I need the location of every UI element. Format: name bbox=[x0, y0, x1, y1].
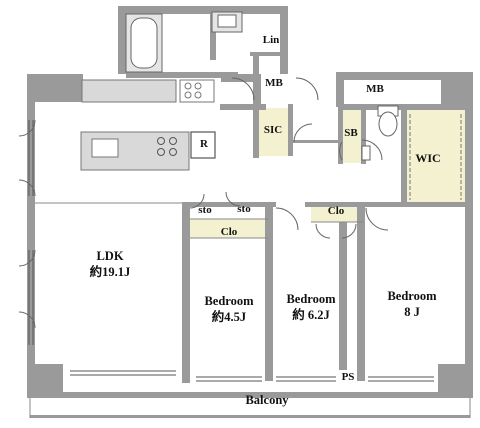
balcony-label: Balcony bbox=[245, 393, 289, 407]
bedroom-2-size: 約 6.2J bbox=[292, 307, 330, 322]
toilet-icon bbox=[377, 105, 399, 137]
ldk-size: 約19.1J bbox=[89, 264, 131, 279]
bedroom-3-label: Bedroom 8 J bbox=[380, 289, 444, 320]
clo-left-label: Clo bbox=[220, 226, 238, 238]
fridge-space bbox=[179, 79, 215, 103]
windows bbox=[28, 120, 434, 382]
ps-label: PS bbox=[341, 371, 355, 383]
sic-label: SIC bbox=[263, 124, 283, 136]
sink-icon bbox=[91, 138, 119, 158]
door-swings bbox=[18, 77, 389, 329]
lin-label: Lin bbox=[262, 34, 280, 46]
bedroom-1-size: 約4.5J bbox=[211, 309, 247, 324]
clo-right-label: Clo bbox=[327, 205, 345, 217]
sto-left-label: sto bbox=[198, 204, 212, 216]
wic-fill bbox=[405, 107, 467, 203]
stove-icon bbox=[157, 137, 177, 156]
bedroom-1-label: Bedroom 約4.5J bbox=[198, 294, 260, 325]
bathtub-inner bbox=[130, 17, 158, 69]
mb-upper-label: MB bbox=[265, 77, 283, 89]
sb-fill bbox=[342, 107, 362, 163]
clo-left-fill bbox=[190, 219, 268, 238]
bedroom-2-name: Bedroom bbox=[286, 292, 336, 306]
sb-label: SB bbox=[344, 127, 358, 139]
bedroom-1-name: Bedroom bbox=[204, 294, 254, 308]
bedroom-3-size: 8 J bbox=[404, 304, 420, 319]
refrigerator bbox=[190, 131, 216, 159]
ldk-name: LDK bbox=[96, 249, 124, 263]
bedroom-2-label: Bedroom 約 6.2J bbox=[280, 292, 342, 323]
exterior-walls bbox=[27, 6, 473, 418]
ldk-label: LDK 約19.1J bbox=[80, 249, 140, 280]
clo-right-fill bbox=[311, 203, 363, 222]
toilet-sink-icon bbox=[361, 145, 371, 161]
fridge-label: R bbox=[200, 138, 208, 150]
bedroom-3-name: Bedroom bbox=[387, 289, 437, 303]
wic-label: WIC bbox=[415, 151, 441, 165]
sto-right-label: sto bbox=[237, 203, 251, 215]
wic-rods bbox=[409, 114, 462, 200]
kitchen-back-counter bbox=[81, 79, 177, 103]
outline-lines bbox=[29, 202, 471, 418]
mb-right-label: MB bbox=[366, 83, 384, 95]
interior-walls bbox=[126, 10, 471, 383]
sic-fill bbox=[256, 108, 288, 156]
washbasin-icon bbox=[217, 14, 237, 28]
fridge-burner-icons bbox=[184, 82, 202, 99]
